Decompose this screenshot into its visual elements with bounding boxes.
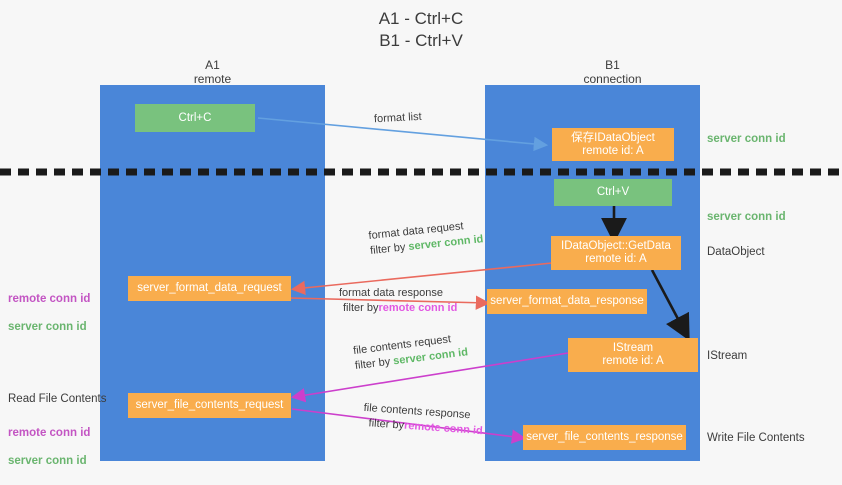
page-title: A1 - Ctrl+C B1 - Ctrl+V <box>378 9 464 50</box>
node-server-format-data-request[interactable]: server_format_data_request <box>128 276 291 301</box>
left-label-read-file-contents: Read File Contents <box>8 393 107 405</box>
left-server-conn-id-1: server conn id <box>8 321 87 333</box>
node-idataobject-stored[interactable]: 保存IDataObject remote id: A <box>552 128 674 161</box>
edge-label-format-data-response: format data response filter by remote co… <box>339 286 457 316</box>
left-label-conn-ids-2: remote conn id server conn id <box>8 412 90 468</box>
format-data-response-filter-token: remote conn id <box>378 302 458 314</box>
edge-label-format-list: format list <box>373 110 422 126</box>
right-label-dataobject: DataObject <box>707 246 765 258</box>
node-server-file-contents-request[interactable]: server_file_contents_request <box>128 393 291 418</box>
lane-a1-sub: remote <box>193 72 232 86</box>
format-data-response-filter-prefix: filter by <box>343 302 379 314</box>
left-label-conn-ids-1: remote conn id server conn id <box>8 278 90 334</box>
format-data-response-main: format data response <box>339 287 443 299</box>
file-contents-response-filter-token: remote conn id <box>403 419 484 438</box>
lane-a1-name: A1 <box>205 58 220 72</box>
edge-label-file-contents-response: file contents response filter by remote … <box>362 401 484 439</box>
file-contents-response-filter-prefix: filter by <box>368 417 405 432</box>
lane-b1-sub: connection <box>583 72 642 86</box>
edge-label-format-data-request: format data request filter by server con… <box>368 217 484 259</box>
left-remote-conn-id-2: remote conn id <box>8 427 91 439</box>
format-data-request-filter-prefix: filter by <box>369 241 410 258</box>
right-label-write-file-contents: Write File Contents <box>707 432 805 444</box>
lane-b1-name: B1 <box>605 58 620 72</box>
left-remote-conn-id-1: remote conn id <box>8 293 91 305</box>
right-label-server-conn-id-2: server conn id <box>707 211 786 223</box>
left-server-conn-id-2: server conn id <box>8 455 87 467</box>
node-server-file-contents-response[interactable]: server_file_contents_response <box>523 425 686 450</box>
node-server-format-data-response[interactable]: server_format_data_response <box>487 289 647 314</box>
edge-label-file-contents-request: file contents request filter by server c… <box>352 330 469 374</box>
node-idataobject-getdata[interactable]: IDataObject::GetData remote id: A <box>551 236 681 270</box>
node-istream[interactable]: IStream remote id: A <box>568 338 698 372</box>
node-ctrl-v[interactable]: Ctrl+V <box>554 179 672 206</box>
node-ctrl-c[interactable]: Ctrl+C <box>135 104 255 132</box>
right-label-istream: IStream <box>707 350 748 362</box>
file-contents-request-filter-prefix: filter by <box>354 355 394 373</box>
right-label-server-conn-id-1: server conn id <box>707 133 786 145</box>
